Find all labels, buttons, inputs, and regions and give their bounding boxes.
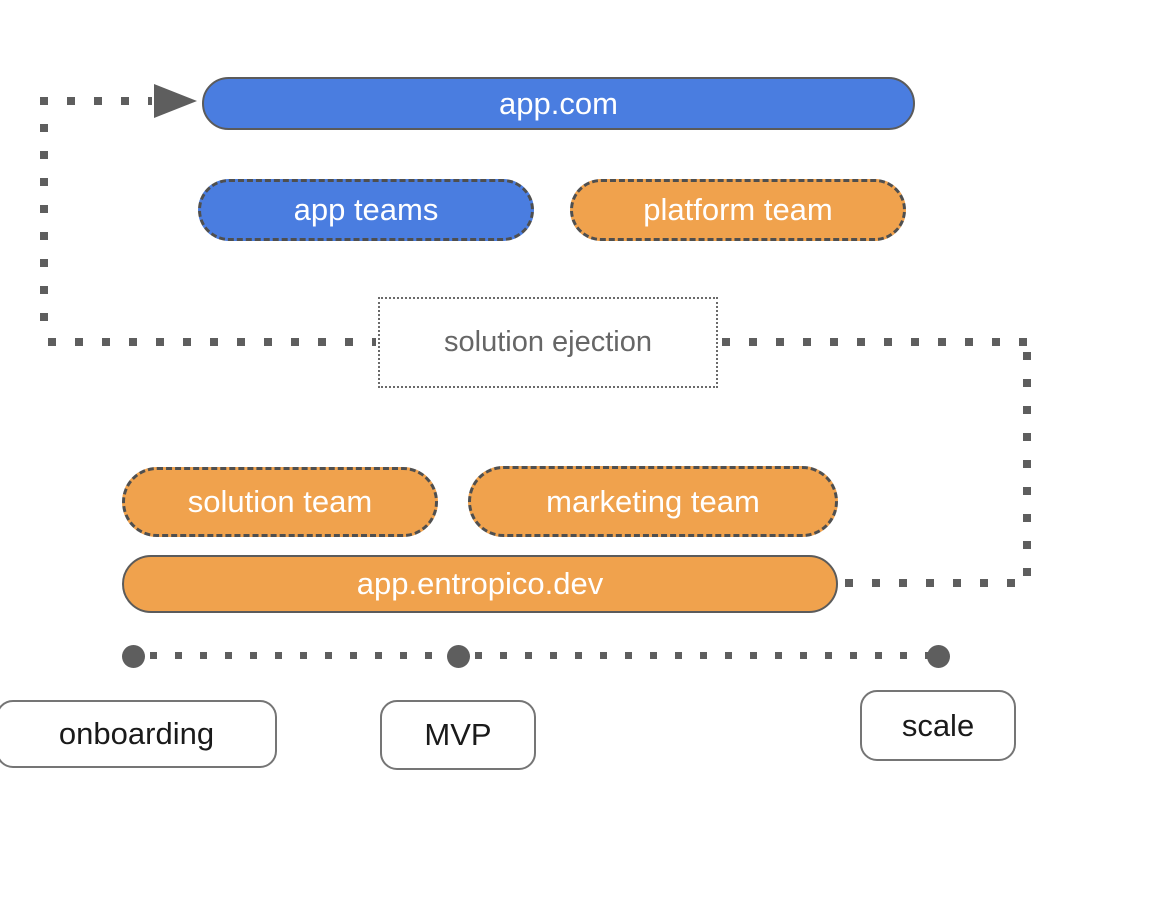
timeline-point-onboarding bbox=[122, 645, 145, 668]
milestone-mvp-label: MVP bbox=[424, 717, 492, 752]
connector-bottom-right-horizontal-segment bbox=[845, 579, 1031, 587]
node-marketing-team: marketing team bbox=[468, 466, 838, 537]
connector-left-vertical-segment bbox=[40, 124, 48, 338]
node-app-com-label: app.com bbox=[499, 85, 618, 121]
node-app-entropico-dev-label: app.entropico.dev bbox=[356, 566, 604, 601]
connector-mid-left-horizontal-segment bbox=[48, 338, 376, 346]
milestone-mvp: MVP bbox=[380, 700, 536, 770]
timeline-point-mvp bbox=[447, 645, 470, 668]
node-platform-team-label: platform team bbox=[643, 192, 833, 227]
node-solution-ejection-label: solution ejection bbox=[444, 326, 652, 358]
node-app-teams-label: app teams bbox=[293, 192, 439, 227]
node-app-entropico-dev: app.entropico.dev bbox=[122, 555, 838, 613]
timeline-point-scale bbox=[927, 645, 950, 668]
node-app-com: app.com bbox=[202, 77, 915, 130]
arrowhead-icon bbox=[154, 84, 197, 118]
node-solution-team: solution team bbox=[122, 467, 438, 537]
timeline-dotted-line bbox=[150, 652, 930, 659]
milestone-scale: scale bbox=[860, 690, 1016, 761]
node-solution-team-label: solution team bbox=[187, 484, 373, 519]
connector-right-vertical-segment bbox=[1023, 352, 1031, 584]
milestone-scale-label: scale bbox=[901, 707, 975, 743]
node-app-teams: app teams bbox=[198, 179, 534, 241]
node-solution-ejection: solution ejection bbox=[378, 297, 718, 388]
node-marketing-team-label: marketing team bbox=[546, 483, 760, 519]
connector-mid-right-horizontal-segment bbox=[722, 338, 1031, 346]
milestone-onboarding: onboarding bbox=[0, 700, 277, 768]
node-platform-team: platform team bbox=[570, 179, 906, 241]
milestone-onboarding-label: onboarding bbox=[58, 716, 215, 751]
connector-top-horizontal-segment bbox=[40, 97, 152, 105]
